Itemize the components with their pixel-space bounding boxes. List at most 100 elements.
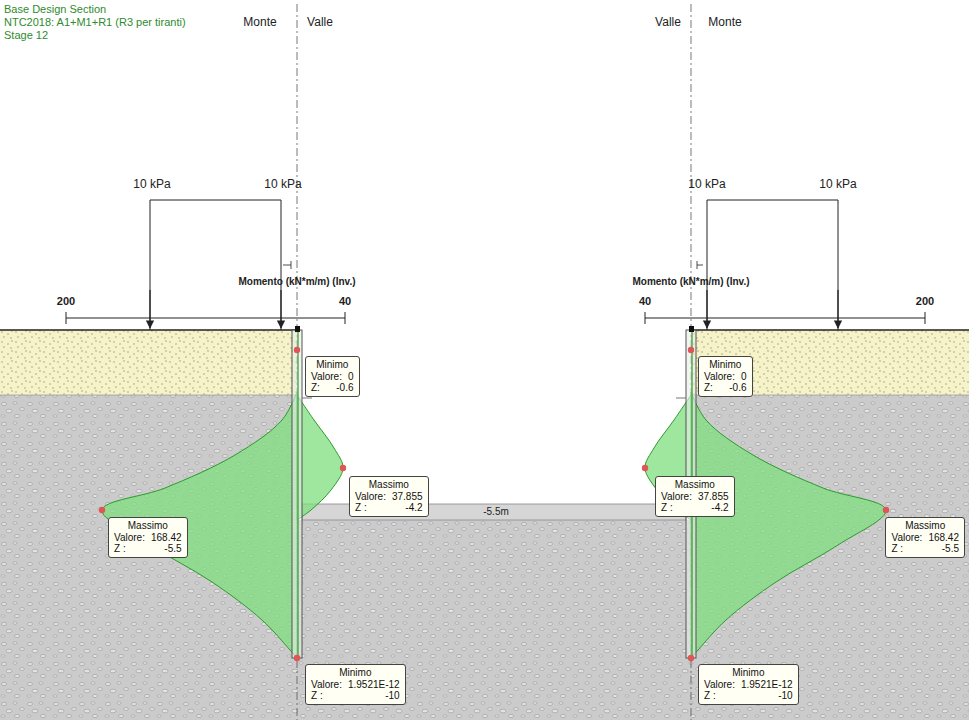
value-callout: MassimoValore:168.42Z : -5.5 bbox=[885, 517, 965, 558]
callout-row: Z :-5.5 bbox=[114, 543, 182, 555]
side-label: Valle bbox=[307, 16, 333, 29]
field-value: -10 bbox=[385, 690, 399, 702]
field-value: 37.855 bbox=[698, 491, 729, 503]
value-callout: MinimoValore: 0Z: -0.6 bbox=[698, 356, 753, 397]
extreme-point bbox=[294, 347, 300, 353]
field-value: -0.6 bbox=[729, 382, 746, 394]
moment-diagram bbox=[102, 392, 297, 658]
callout-row: Z : -10 bbox=[704, 690, 793, 702]
moment-diagram bbox=[645, 395, 691, 520]
value-callout: MassimoValore: 168.42Z :-5.5 bbox=[108, 517, 188, 558]
field-name: Z : bbox=[311, 690, 323, 702]
direction-tick bbox=[697, 265, 703, 266]
diaphragm-wall bbox=[292, 330, 302, 658]
extreme-point bbox=[340, 465, 346, 471]
axis-title: Momento (kN*m/m) (Inv.) bbox=[238, 276, 355, 287]
field-value: -4.2 bbox=[711, 502, 728, 514]
field-name: Valore: bbox=[661, 491, 692, 503]
axis-title: Momento (kN*m/m) (Inv.) bbox=[632, 276, 749, 287]
callout-row: Z : -4.2 bbox=[661, 502, 729, 514]
field-value: 0 bbox=[741, 371, 747, 383]
callout-row: Z : -10 bbox=[311, 690, 400, 702]
load-value: 10 kPa bbox=[133, 178, 170, 191]
callout-row: Z : -5.5 bbox=[891, 543, 959, 555]
field-value: 168.42 bbox=[151, 532, 182, 544]
field-name: Valore: bbox=[704, 679, 735, 691]
callout-title: Minimo bbox=[311, 667, 400, 679]
load-value: 10 kPa bbox=[688, 178, 725, 191]
callout-row: Valore: 1.9521E-12 bbox=[311, 679, 400, 691]
extreme-point bbox=[688, 347, 694, 353]
extreme-point bbox=[688, 655, 694, 661]
callout-row: Valore:168.42 bbox=[891, 532, 959, 544]
load-value: 10 kPa bbox=[264, 178, 301, 191]
callout-row: Valore: 37.855 bbox=[355, 491, 423, 503]
extreme-point bbox=[883, 507, 889, 513]
moment-scale bbox=[645, 312, 925, 324]
field-value: 168.42 bbox=[928, 532, 959, 544]
callout-row: Z : -4.2 bbox=[355, 502, 423, 514]
value-callout: MassimoValore:37.855Z :-4.2 bbox=[655, 476, 735, 517]
surcharge-load bbox=[150, 200, 281, 330]
callout-row: Valore:0 bbox=[311, 371, 354, 383]
field-name: Valore: bbox=[114, 532, 145, 544]
field-name: Z : bbox=[114, 543, 126, 555]
value-callout: MinimoValore:0Z: -0.6 bbox=[305, 356, 360, 397]
side-label: Valle bbox=[655, 16, 681, 29]
extreme-point bbox=[642, 465, 648, 471]
scale-value: 200 bbox=[57, 295, 75, 307]
value-callout: MinimoValore:1.9521E-12Z :-10 bbox=[698, 664, 799, 705]
callout-row: Z: -0.6 bbox=[311, 382, 354, 394]
wall-axis bbox=[297, 330, 298, 658]
callout-title: Massimo bbox=[891, 520, 959, 532]
callout-row: Z: -0.6 bbox=[704, 382, 747, 394]
surcharge-load bbox=[707, 200, 838, 330]
field-name: Z : bbox=[704, 690, 716, 702]
moment-scale bbox=[66, 312, 345, 324]
callout-row: Valore: 37.855 bbox=[661, 491, 729, 503]
strut-mark bbox=[302, 398, 312, 399]
scale-value: 40 bbox=[339, 295, 351, 307]
extreme-point bbox=[294, 655, 300, 661]
strut-mark bbox=[676, 398, 686, 399]
level-label: -5.5m bbox=[483, 506, 509, 517]
field-name: Z : bbox=[891, 543, 903, 555]
value-callout: MassimoValore: 37.855 Z : -4.2 bbox=[349, 476, 429, 517]
field-name: Z : bbox=[661, 502, 673, 514]
callout-title: Minimo bbox=[311, 359, 354, 371]
field-name: Valore: bbox=[311, 371, 342, 383]
moment-diagram bbox=[297, 395, 343, 520]
field-value: -4.2 bbox=[405, 502, 422, 514]
soil bbox=[0, 330, 969, 720]
field-name: Valore: bbox=[704, 371, 735, 383]
moment-diagram bbox=[691, 392, 886, 658]
extreme-point bbox=[99, 507, 105, 513]
header-text: Base Design Section bbox=[4, 3, 106, 15]
callout-title: Massimo bbox=[355, 479, 423, 491]
field-value: 37.855 bbox=[392, 491, 423, 503]
wall-head bbox=[689, 326, 694, 332]
field-value: 1.9521E-12 bbox=[348, 679, 400, 691]
callout-row: Valore: 1.9521E-12 bbox=[704, 679, 793, 691]
field-value: -0.6 bbox=[336, 382, 353, 394]
callout-title: Massimo bbox=[114, 520, 182, 532]
scale-value: 40 bbox=[639, 295, 651, 307]
side-label: Monte bbox=[243, 16, 276, 29]
field-name: Valore: bbox=[355, 491, 386, 503]
callout-title: Minimo bbox=[704, 359, 747, 371]
field-value: -5.5 bbox=[942, 543, 959, 555]
field-value: -10 bbox=[778, 690, 792, 702]
header-text: NTC2018: A1+M1+R1 (R3 per tiranti) bbox=[4, 16, 186, 28]
field-name: Z: bbox=[311, 382, 320, 394]
field-value: 1.9521E-12 bbox=[741, 679, 793, 691]
wall-head bbox=[295, 326, 300, 332]
field-name: Z: bbox=[704, 382, 713, 394]
callout-row: Valore: 168.42 bbox=[114, 532, 182, 544]
scale-value: 200 bbox=[916, 295, 934, 307]
field-name: Valore: bbox=[311, 679, 342, 691]
load-value: 10 kPa bbox=[819, 178, 856, 191]
value-callout: MinimoValore: 1.9521E-12 Z : -10 bbox=[305, 664, 406, 705]
field-name: Z : bbox=[355, 502, 367, 514]
